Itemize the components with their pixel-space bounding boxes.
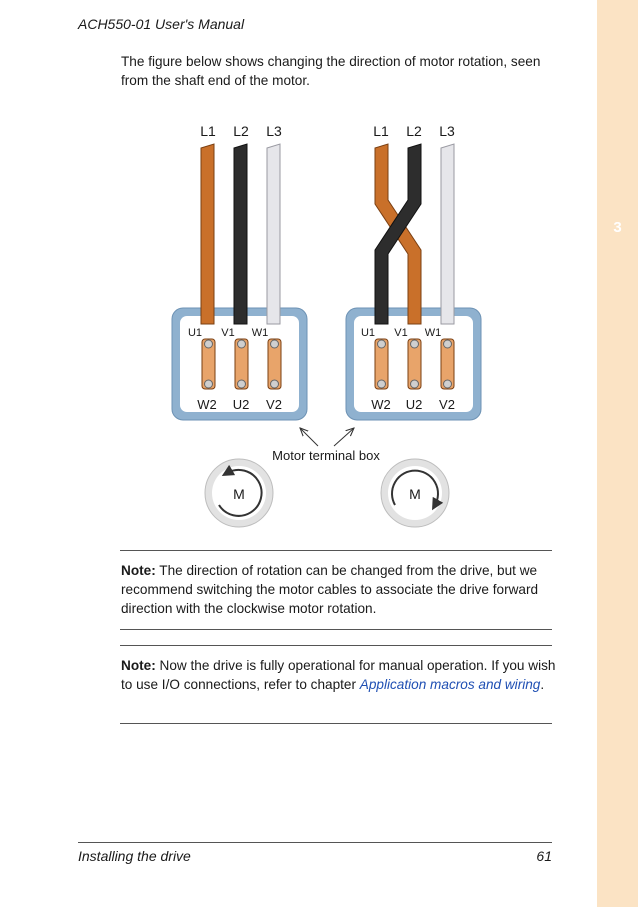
left-label-l3: L3 — [266, 123, 282, 139]
note1-label: Note: — [121, 563, 156, 578]
note1-top-rule — [120, 550, 552, 551]
right-label-l3: L3 — [439, 123, 455, 139]
note2-text: Now the drive is fully operational for m… — [121, 658, 556, 692]
left-terminal-u2: U2 — [233, 397, 250, 412]
right-motor-label: M — [409, 486, 421, 502]
right-terminal-v1: V1 — [394, 327, 407, 339]
left-terminal-u1: U1 — [188, 327, 202, 339]
left-terminal-w1: W1 — [252, 327, 269, 339]
right-terminal-w1: W1 — [425, 327, 442, 339]
note1-text: The direction of rotation can be changed… — [121, 563, 539, 616]
motor-rotation-figure: L1 L2 L3 U1 V1 W1 W2 U2 V2 — [171, 123, 482, 528]
right-terminal-links — [374, 338, 455, 390]
footer-rule — [78, 842, 552, 843]
left-wire-l2 — [233, 143, 248, 325]
callout-label: Motor terminal box — [272, 448, 380, 463]
note2-top-rule — [120, 645, 552, 646]
right-terminal-u1: U1 — [361, 327, 375, 339]
chapter-number: 3 — [613, 219, 622, 236]
chapter-link[interactable]: Application macros and wiring — [359, 677, 541, 692]
left-motor-label: M — [233, 486, 245, 502]
right-label-l1: L1 — [373, 123, 389, 139]
page-number: 61 — [536, 848, 552, 864]
chapter-side-tab: 3 — [597, 0, 638, 907]
note1-bottom-rule — [120, 629, 552, 630]
left-wire-l3 — [266, 143, 281, 325]
note2-bottom-rule — [120, 723, 552, 724]
right-terminal-u2: U2 — [406, 397, 423, 412]
callout-arrow-left — [300, 428, 319, 447]
note2-label: Note: — [121, 658, 156, 673]
right-wiring-diagram: L1 L2 L3 U1 V1 W1 W2 U2 V2 — [345, 123, 482, 528]
intro-paragraph: The figure below shows changing the dire… — [121, 54, 541, 88]
note2: Note: Now the drive is fully operational… — [121, 656, 559, 694]
left-motor-symbol: M — [204, 458, 274, 528]
left-terminal-w2: W2 — [197, 397, 217, 412]
right-label-l2: L2 — [406, 123, 422, 139]
left-terminal-v1: V1 — [221, 327, 234, 339]
right-motor-symbol: M — [380, 458, 450, 528]
left-label-l2: L2 — [233, 123, 249, 139]
counter-clockwise-arrow-icon — [218, 464, 263, 517]
right-wire-l2 — [374, 143, 422, 325]
running-header: ACH550-01 User's Manual — [78, 16, 245, 32]
left-wire-l1 — [200, 143, 215, 325]
right-terminal-v2: V2 — [439, 397, 455, 412]
left-terminal-links — [201, 338, 282, 390]
right-wire-l3 — [440, 143, 455, 325]
left-wiring-diagram: L1 L2 L3 U1 V1 W1 W2 U2 V2 — [171, 123, 308, 528]
note2-text-end: . — [540, 677, 545, 692]
note1: Note: The direction of rotation can be c… — [121, 561, 559, 618]
footer-section-title: Installing the drive — [78, 848, 191, 864]
left-terminal-v2: V2 — [266, 397, 282, 412]
left-label-l1: L1 — [200, 123, 216, 139]
callout-arrow-right — [333, 428, 354, 447]
terminal-box-callout: Motor terminal box — [272, 428, 380, 463]
right-terminal-w2: W2 — [371, 397, 391, 412]
clockwise-arrow-icon — [391, 469, 444, 511]
